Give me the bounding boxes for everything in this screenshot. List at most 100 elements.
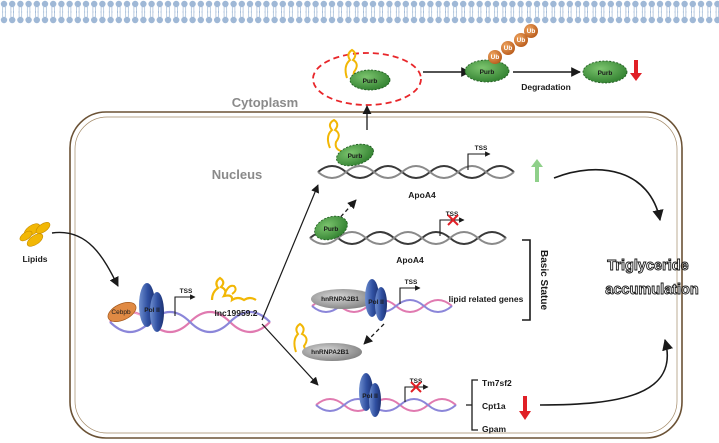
membrane-lipid-head <box>82 0 90 8</box>
membrane-lipid-head <box>66 16 73 24</box>
tss-repressed-genes-label: TSS <box>410 378 423 385</box>
membrane-lipid-tail <box>67 11 72 17</box>
membrane-lipid-tail <box>18 11 23 17</box>
membrane-lipid-tail <box>363 7 367 13</box>
membrane-lipid-tail <box>125 7 129 13</box>
membrane-lipid-tail <box>510 7 515 13</box>
tss-apoa4-active-label: TSS <box>475 145 488 152</box>
membrane-lipid-head <box>320 16 327 24</box>
hnrnpa2b1-complex-label: hnRNPA2B1 <box>311 349 349 356</box>
tss-lipid-genes-arrow <box>399 285 421 304</box>
lncrna-hnrnpa2b1-complex-icon <box>293 322 362 361</box>
membrane-lipid-tail <box>76 7 80 13</box>
membrane-lipid-tail <box>477 11 482 17</box>
membrane-lipid-tail <box>26 11 31 17</box>
membrane-lipid-tail <box>510 11 515 17</box>
membrane-lipid-head <box>574 16 582 24</box>
membrane-lipid-head <box>353 0 360 8</box>
membrane-lipid-head <box>205 0 213 8</box>
pol2-lipid-genes-label: Pol II <box>368 299 384 306</box>
tss-repressed-genes-arrow <box>404 384 429 402</box>
purb-cytoplasm-label: Purb <box>363 78 378 85</box>
membrane-lipid-head <box>656 16 664 24</box>
cytoplasm-complex-dashed-outline <box>312 52 422 106</box>
membrane-lipid-tail <box>117 7 121 13</box>
nucleus-envelope-inner <box>74 116 678 434</box>
membrane-lipid-tail <box>387 11 392 17</box>
membrane-lipid-tail <box>658 7 662 13</box>
membrane-lipid-head <box>91 0 98 8</box>
membrane-lipid-tail <box>666 7 670 13</box>
membrane-lipid-tail <box>240 7 244 13</box>
membrane-lipid-tail <box>158 11 162 17</box>
membrane-lipid-tail <box>92 7 96 13</box>
membrane-lipid-head <box>410 0 418 8</box>
membrane-lipid-tail <box>633 7 638 13</box>
membrane-lipid-head <box>255 16 262 24</box>
membrane-lipid-head <box>99 16 106 24</box>
membrane-lipid-tail <box>682 7 687 13</box>
membrane-lipid-tail <box>231 7 236 13</box>
membrane-lipid-tail <box>199 7 203 13</box>
membrane-lipid-tail <box>117 11 121 17</box>
membrane-lipid-head <box>689 16 696 24</box>
membrane-lipid-head <box>607 0 614 8</box>
membrane-lipid-tail <box>141 7 146 13</box>
membrane-lipid-head <box>197 0 204 8</box>
lncrna-purb-cytoplasm-icon <box>344 48 391 91</box>
membrane-lipid-tail <box>609 11 613 17</box>
membrane-lipid-tail <box>166 11 170 17</box>
membrane-lipid-head <box>492 0 500 8</box>
membrane-lipid-tail <box>584 11 588 17</box>
membrane-lipid-tail <box>527 11 531 17</box>
cytoplasm-label: Cytoplasm <box>232 95 298 110</box>
membrane-lipid-tail <box>264 11 269 17</box>
lipid-related-genes-label: lipid related genes <box>449 294 524 304</box>
membrane-lipid-head <box>156 16 163 24</box>
membrane-lipid-head <box>189 16 196 24</box>
genes-down-arrow-icon <box>519 396 531 420</box>
gpam-label: Gpam <box>482 424 507 434</box>
membrane-lipid-head <box>17 0 24 8</box>
membrane-lipid-head <box>99 0 106 8</box>
hnrnpa2b1-protein-icon <box>311 289 375 309</box>
apoa4-up-arrow-icon <box>531 159 543 182</box>
membrane-lipid-tail <box>59 11 64 17</box>
membrane-lipid-tail <box>502 11 506 17</box>
purb-down-arrow-icon <box>630 60 642 81</box>
membrane-lipid-tail <box>35 11 39 17</box>
membrane-lipid-head <box>517 0 524 8</box>
membrane-lipid-head <box>591 0 598 8</box>
membrane-lipid-tail <box>600 11 605 17</box>
membrane-lipid-tail <box>51 11 55 17</box>
membrane-lipid-tail <box>502 7 506 13</box>
degradation-label: Degradation <box>521 82 571 92</box>
membrane-lipid-head <box>33 16 40 24</box>
branch-down-arrow <box>261 323 319 386</box>
membrane-lipid-tail <box>92 11 96 17</box>
membrane-lipid-tail <box>715 7 719 13</box>
tss-apoa4-repressed-arrow <box>439 217 465 236</box>
membrane-lipid-tail <box>658 11 662 17</box>
ub-label-2: Ub <box>504 45 513 52</box>
membrane-lipid-tail <box>158 7 162 13</box>
nucleus-envelope <box>69 111 683 439</box>
membrane-lipid-head <box>402 0 409 8</box>
membrane-lipid-head <box>468 16 475 24</box>
membrane-lipid-tail <box>330 7 334 13</box>
purb-ubiquitinated-icon <box>464 24 538 83</box>
membrane-lipid-tail <box>469 11 474 17</box>
membrane-lipid-tail <box>363 11 367 17</box>
pol2-repressed-label: Pol II <box>362 393 378 400</box>
membrane-lipid-tail <box>338 11 342 17</box>
membrane-lipid-tail <box>272 7 277 13</box>
membrane-lipid-head <box>296 0 303 8</box>
pol2-repressed-genes-icon <box>359 373 381 417</box>
membrane-lipid-head <box>599 16 606 24</box>
tss-apoa4-repressed-label: TSS <box>446 211 459 218</box>
purb-release-dashed-arrow <box>335 199 357 223</box>
membrane-lipid-head <box>706 16 713 24</box>
membrane-lipid-head <box>140 16 147 24</box>
membrane-lipid-head <box>624 0 631 8</box>
hnrnpa2b1-sequestration-dashed-arrow <box>363 323 385 345</box>
